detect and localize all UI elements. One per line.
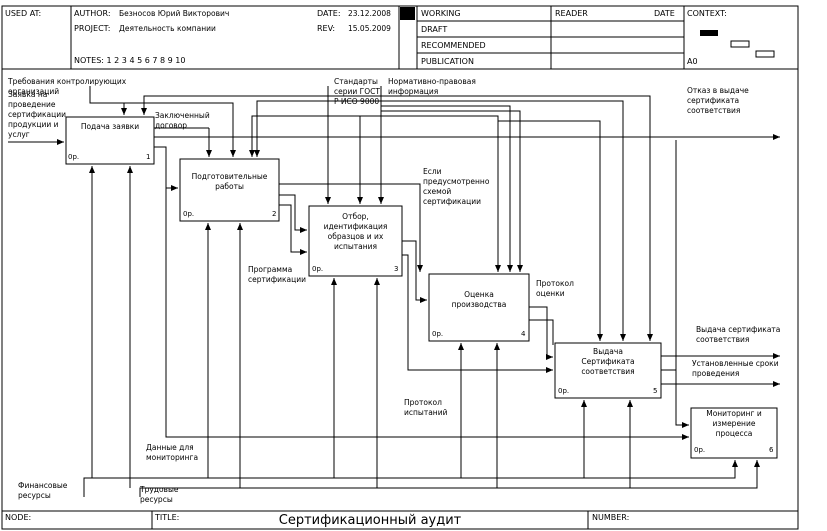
box-5-cost: 0р. — [558, 387, 570, 395]
arrow-lines — [8, 86, 780, 497]
status-working[interactable]: WORKING — [421, 9, 461, 18]
box-4-cost: 0р. — [432, 330, 444, 338]
box-2-number: 2 — [272, 210, 277, 218]
box-2-cost: 0р. — [183, 210, 195, 218]
label-req-control: Требования контролирующих организаций — [8, 77, 127, 96]
diagram-title: Сертификационный аудит — [278, 513, 462, 528]
label-monitoring-data: Данные для мониторинга — [146, 443, 199, 462]
label-test-protocol: Протокол испытаний — [404, 398, 448, 417]
box-3-number: 3 — [394, 265, 399, 273]
arrow-test-protocol[interactable] — [402, 254, 553, 373]
box-6-label: Мониторинг и измерение процесса — [706, 409, 762, 438]
status-recommended[interactable]: RECOMMENDED — [421, 41, 486, 50]
activity-box-2[interactable] — [179, 158, 280, 222]
activity-box-4[interactable] — [428, 273, 530, 342]
author-value: Безносов Юрий Викторович — [119, 9, 230, 18]
box-5-label: Выдача Сертификата соответствия — [581, 347, 635, 376]
arrow-finance[interactable] — [83, 460, 738, 497]
box-3-label: Отбор, идентификация образцов и их испыт… — [323, 212, 388, 251]
activity-box-1[interactable] — [65, 116, 155, 165]
project-label: PROJECT: — [74, 24, 111, 33]
rev-value: 15.05.2009 — [348, 24, 391, 33]
box-4-number: 4 — [521, 330, 526, 338]
reader-date-label: DATE — [654, 9, 675, 18]
reader-label: READER — [555, 9, 588, 18]
label-cert-issued: Выдача сертификата соответствия — [696, 325, 781, 344]
box-1-number: 1 — [146, 153, 151, 161]
working-status-marker — [400, 7, 415, 20]
diagram-frame — [1, 5, 799, 530]
box-1-cost: 0р. — [68, 153, 80, 161]
label-eval-protocol: Протокол оценки — [536, 279, 574, 298]
used-at-label: USED AT: — [5, 9, 42, 18]
arrow-eval-protocol[interactable] — [529, 306, 553, 360]
box-2-label: Подготовительные работы — [191, 172, 268, 191]
label-application: Заявка на проведение сертификации продук… — [8, 90, 67, 139]
context-node: A0 — [687, 57, 698, 66]
context-label: CONTEXT: — [687, 9, 727, 18]
box-6-cost: 0р. — [694, 446, 706, 454]
rev-label: REV: — [317, 24, 336, 33]
date-value: 23.12.2008 — [348, 9, 391, 18]
activity-box-6[interactable] — [690, 407, 778, 459]
status-draft[interactable]: DRAFT — [421, 25, 448, 34]
label-refusal: Отказ в выдаче сертификата соответствия — [687, 86, 749, 115]
box-5-number: 5 — [653, 387, 658, 395]
arrow-monitoring-data[interactable] — [165, 147, 689, 440]
context-box-1 — [700, 30, 718, 36]
author-label: AUTHOR: — [74, 9, 111, 18]
context-box-2 — [730, 40, 750, 48]
activity-box-3[interactable] — [308, 205, 403, 277]
box-3-cost: 0р. — [312, 265, 324, 273]
label-contract: Заключенный договор — [155, 111, 210, 130]
label-normative: Нормативно-правовая информация — [388, 77, 476, 96]
project-value: Деятельность компании — [119, 24, 216, 33]
title-label: TITLE: — [155, 513, 180, 522]
label-standards: Стандарты серии ГОСТ Р ИСО 9000 — [334, 77, 380, 106]
arrow-labor[interactable] — [139, 460, 760, 497]
label-if-scheme: Если предусмотренно схемой сертификации — [423, 167, 490, 206]
label-finance: Финансовые ресурсы — [18, 481, 68, 500]
context-box-3 — [755, 50, 775, 58]
node-label: NODE: — [5, 513, 32, 522]
activity-box-5[interactable] — [554, 342, 662, 399]
date-label: DATE: — [317, 9, 341, 18]
label-program: Программа сертификации — [248, 265, 307, 284]
status-publication[interactable]: PUBLICATION — [421, 57, 474, 66]
label-deadlines: Установленные сроки проведения — [692, 359, 779, 378]
box-6-number: 6 — [769, 446, 774, 454]
label-labor: Трудовые ресурсы — [140, 485, 179, 504]
box-4-label: Оценка производства — [451, 290, 507, 309]
box-1-label: Подача заявки — [80, 122, 140, 131]
notes-label: NOTES: 1 2 3 4 5 6 7 8 9 10 — [74, 56, 186, 65]
number-label: NUMBER: — [592, 513, 630, 522]
